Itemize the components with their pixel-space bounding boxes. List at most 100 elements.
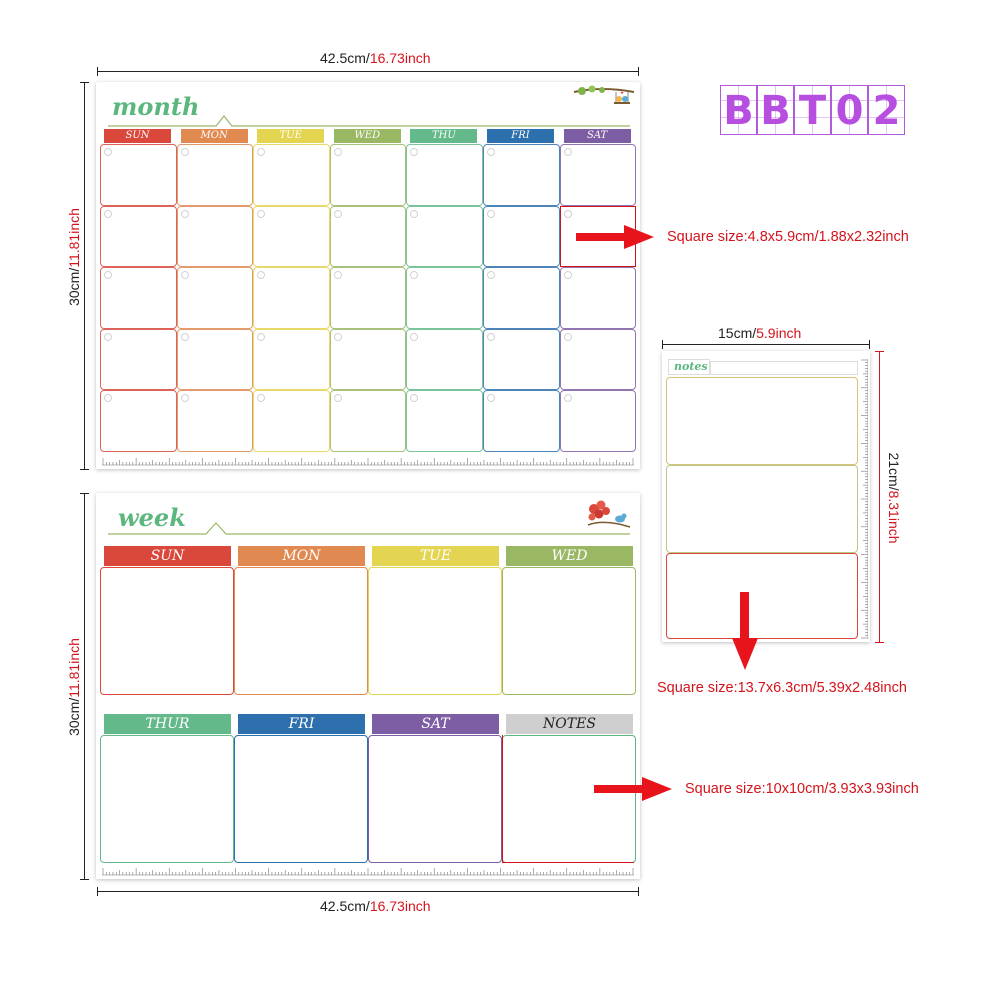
notes-height-cm: 21cm/ <box>886 452 902 491</box>
month-cell-date-circle <box>180 148 189 156</box>
month-cell-date-circle <box>180 394 189 403</box>
week-day-tab-sat: SAT <box>372 714 499 734</box>
notes-width-cm: 15cm/ <box>718 325 757 341</box>
week-width-tick-right <box>638 887 639 896</box>
month-day-cell <box>559 144 637 206</box>
month-width-dimension-line <box>97 71 639 72</box>
week-day-tab-sun: SUN <box>104 546 231 566</box>
month-day-tab-wed: WED <box>333 129 401 143</box>
month-day-cell <box>176 328 254 391</box>
month-cell-date-circle <box>180 271 189 280</box>
month-day-cell <box>253 390 330 452</box>
month-day-cell <box>253 205 330 268</box>
month-cell-date-circle <box>410 332 419 341</box>
month-cell-date-circle <box>487 394 495 403</box>
week-square-arrow-icon <box>594 777 672 801</box>
month-day-cell <box>176 390 254 452</box>
month-width-cm: 42.5cm/ <box>320 50 370 66</box>
month-height-label: 30cm/11.81inch <box>66 197 82 317</box>
notes-side-ruler <box>861 359 868 639</box>
month-day-cell <box>100 144 177 206</box>
month-cell-date-circle <box>257 332 266 341</box>
month-cell-date-circle <box>333 271 342 280</box>
month-cell-date-circle <box>180 332 189 341</box>
month-day-cell <box>483 267 560 329</box>
product-code-char: B <box>757 85 794 135</box>
month-cell-date-circle <box>104 332 112 341</box>
month-day-cell <box>406 144 483 206</box>
month-cell-date-circle <box>257 209 266 218</box>
month-cell-date-circle <box>410 271 419 280</box>
month-cell-date-circle <box>563 148 572 156</box>
product-code-char: T <box>794 85 831 135</box>
month-cell-date-circle <box>410 394 419 403</box>
month-cell-date-circle <box>333 148 342 156</box>
month-day-cell <box>100 205 177 268</box>
month-height-dimension-line <box>84 82 85 470</box>
month-day-tab-sat: SAT <box>563 129 631 143</box>
notes-height-tick-bottom <box>875 642 884 643</box>
month-day-cell <box>329 390 407 452</box>
month-cell-date-circle <box>410 209 419 218</box>
month-day-cell <box>329 144 407 206</box>
month-title-underline <box>108 115 630 127</box>
notes-width-inch: 5.9inch <box>756 325 802 341</box>
month-day-cell <box>100 267 177 329</box>
month-day-cell <box>406 390 483 452</box>
product-code-char: 2 <box>868 85 905 135</box>
week-day-tab-mon: MON <box>238 546 365 566</box>
week-day-box <box>368 567 502 695</box>
notes-title: notes <box>674 360 708 373</box>
month-day-cell <box>406 205 483 268</box>
flowers-and-bird-icon <box>587 500 631 528</box>
month-day-tab-mon: MON <box>180 129 248 143</box>
week-width-tick-left <box>97 887 98 896</box>
month-height-inch: 11.81inch <box>66 208 82 268</box>
week-ruler <box>102 868 634 876</box>
month-width-tick-left <box>97 67 98 76</box>
notes-width-label: 15cm/5.9inch <box>718 325 801 341</box>
product-code-char: B <box>720 85 757 135</box>
week-width-cm: 42.5cm/ <box>320 898 370 914</box>
notes-height-dimension-line <box>879 351 880 643</box>
month-day-cell <box>253 328 330 391</box>
notes-box-1 <box>666 377 858 465</box>
month-square-size-callout: Square size:4.8x5.9cm/1.88x2.32inch <box>667 229 909 245</box>
month-cell-date-circle <box>410 148 419 156</box>
month-day-cell <box>253 267 330 329</box>
week-width-inch: 16.73inch <box>369 898 431 914</box>
notes-width-tick-left <box>662 340 663 349</box>
month-day-cell <box>406 328 483 391</box>
week-day-tab-wed: WED <box>506 546 633 566</box>
notes-height-tick-top <box>875 351 884 352</box>
week-day-box <box>368 735 502 863</box>
month-cell-date-circle <box>487 332 495 341</box>
week-notes-highlight <box>502 735 634 863</box>
month-cell-date-circle <box>487 209 495 218</box>
month-cell-date-circle <box>104 209 112 218</box>
month-title: month <box>112 92 200 121</box>
month-cell-date-circle <box>487 271 495 280</box>
month-day-cell <box>100 328 177 391</box>
month-day-cell <box>329 267 407 329</box>
week-day-tab-tue: TUE <box>372 546 499 566</box>
week-width-label: 42.5cm/16.73inch <box>320 898 431 914</box>
week-day-box <box>100 567 234 695</box>
week-day-box <box>502 567 636 695</box>
month-cell-date-circle <box>180 209 189 218</box>
month-cell-date-circle <box>257 394 266 403</box>
month-cell-date-circle <box>563 394 572 403</box>
month-cell-date-circle <box>487 148 495 156</box>
month-cell-date-circle <box>257 271 266 280</box>
week-day-box <box>100 735 234 863</box>
month-day-tab-tue: TUE <box>257 129 325 143</box>
month-cell-date-circle <box>563 271 572 280</box>
notes-header-field <box>710 361 858 375</box>
month-day-cell <box>559 390 637 452</box>
notes-height-inch: 8.31inch <box>886 490 902 544</box>
week-day-box <box>234 735 368 863</box>
month-day-cell <box>329 328 407 391</box>
week-height-label: 30cm/11.81inch <box>66 627 82 747</box>
